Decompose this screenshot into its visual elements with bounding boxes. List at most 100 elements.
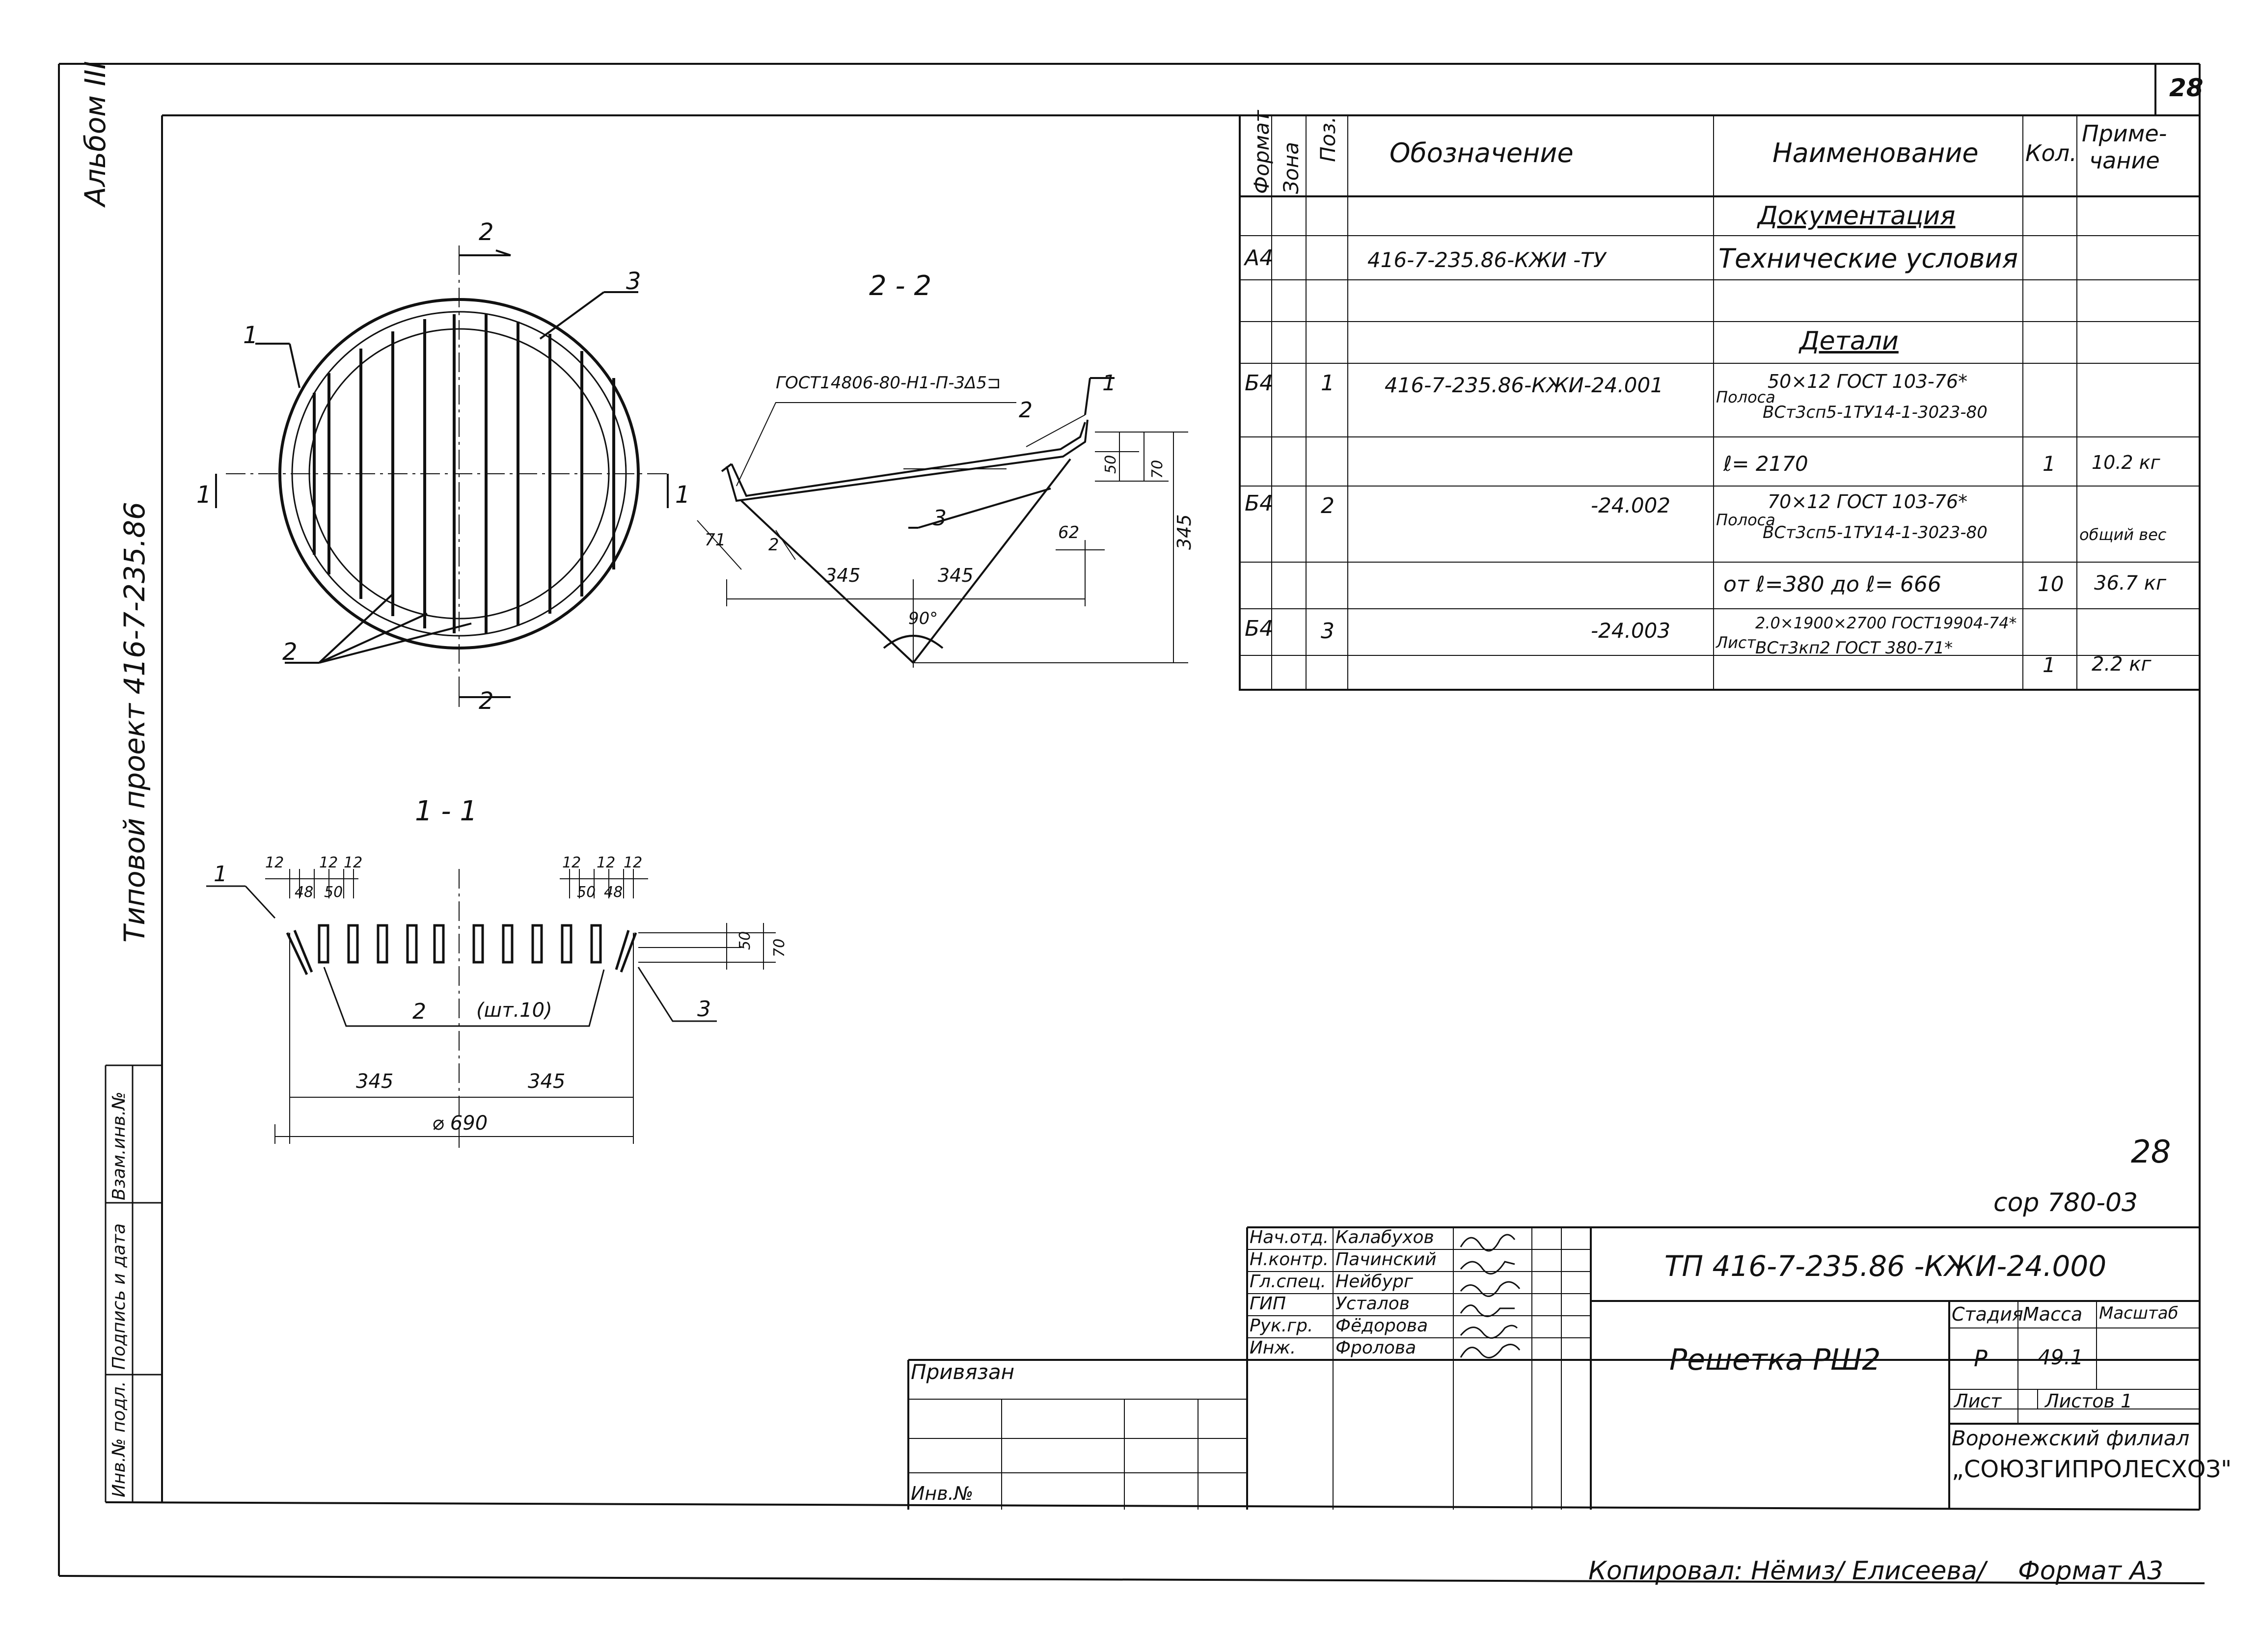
- drawing-title: Решетка РШ2: [1669, 1343, 1881, 1377]
- sheet-number: 28: [2169, 74, 2204, 102]
- s22-dim-345-right: 345: [938, 565, 974, 586]
- person-role-4: Рук.гр.: [1250, 1316, 1313, 1336]
- person-role-2: Гл.спец.: [1250, 1272, 1326, 1292]
- spec-row0-name: Технические условия: [1718, 243, 2018, 274]
- view-1-1-title: 1 - 1: [415, 795, 478, 827]
- org-line-2: „СОЮЗГИПРОЛЕСХОЗ": [1952, 1456, 2232, 1483]
- spec-row1-designation: 416-7-235.86-КЖИ-24.001: [1385, 373, 1663, 397]
- person-role-0: Нач.отд.: [1250, 1227, 1329, 1247]
- s22-pos-2: 2: [1019, 398, 1033, 423]
- spec-row3-note: общий вес: [2079, 525, 2167, 544]
- spec-row5-pos: 3: [1321, 619, 1335, 644]
- person-role-3: ГИП: [1250, 1294, 1286, 1314]
- spec-header-note-2: чание: [2089, 147, 2160, 174]
- spec-row3-pos: 2: [1321, 493, 1335, 518]
- sheets-label: Листов 1: [2045, 1390, 2133, 1412]
- weld-note: ГОСТ14806-80-Н1-П-3Δ5⊐: [776, 373, 1001, 393]
- spec-row5-designation: -24.003: [1591, 619, 1671, 643]
- person-name-5: Фролова: [1335, 1338, 1417, 1358]
- person-name-2: Нейбург: [1335, 1272, 1413, 1292]
- stage-value: Р: [1974, 1345, 1988, 1372]
- person-name-3: Усталов: [1335, 1294, 1410, 1314]
- copied-by: Копировал: Нёмиз/ Елисеева/: [1588, 1556, 1986, 1586]
- drawing-designation: ТП 416-7-235.86 -КЖИ-24.000: [1664, 1249, 2107, 1283]
- s11-dim-12-c: 12: [344, 854, 363, 871]
- org-line-1: Воронежский филиал: [1952, 1426, 2190, 1450]
- spec-row1-pos: 1: [1321, 371, 1335, 396]
- s11-dim-12-e: 12: [597, 854, 616, 871]
- s11-dim-690: ⌀ 690: [432, 1112, 488, 1135]
- s22-pos-1: 1: [1102, 371, 1116, 396]
- s22-dim-345-left: 345: [825, 565, 861, 586]
- spec-header-name: Наименование: [1772, 137, 1979, 168]
- spec-row2-qty: 1: [2043, 452, 2056, 476]
- spec-row2-note: 10.2 кг: [2092, 452, 2160, 473]
- s11-pos-3: 3: [697, 997, 711, 1022]
- section-mark-2-top: 2: [479, 218, 494, 246]
- sheet-number-handwritten: 28: [2131, 1134, 2171, 1170]
- section-mark-1-right: 1: [675, 481, 690, 509]
- s11-dim-50-right: 50: [577, 884, 596, 901]
- spec-row5-qty: 1: [2043, 653, 2056, 677]
- spec-header-note-1: Приме-: [2082, 120, 2167, 147]
- spec-row1-name-bottom: ВСт3сп5-1ТУ14-1-3023-80: [1763, 403, 1988, 422]
- s11-dim-345-right: 345: [528, 1070, 566, 1093]
- s11-dim-12-a: 12: [265, 854, 284, 871]
- spec-row0-designation: 416-7-235.86-КЖИ -ТУ: [1367, 248, 1606, 272]
- spec-row5-name-prefix: Лист: [1716, 633, 1756, 652]
- person-name-1: Пачинский: [1335, 1249, 1437, 1270]
- s22-dim-90: 90°: [908, 609, 938, 628]
- s11-dim-48-right: 48: [604, 884, 623, 901]
- s11-dim-12-f: 12: [624, 854, 643, 871]
- spec-row0-format: А4: [1245, 245, 1274, 271]
- mass-value: 49.1: [2038, 1345, 2084, 1369]
- spec-row3-designation: -24.002: [1591, 493, 1671, 517]
- scale-label: Масштаб: [2099, 1303, 2179, 1323]
- s11-dim-50-left: 50: [324, 884, 343, 901]
- spec-row4-note: 36.7 кг: [2094, 572, 2166, 595]
- plan-pos-2: 2: [282, 638, 298, 666]
- plan-pos-3: 3: [626, 268, 641, 295]
- person-role-5: Инж.: [1250, 1338, 1296, 1358]
- paper-format: Формат А3: [2018, 1556, 2164, 1586]
- person-name-4: Фёдорова: [1335, 1316, 1428, 1336]
- plan-pos-1: 1: [243, 322, 258, 349]
- sheet-label: Лист: [1954, 1390, 2002, 1412]
- section-mark-2-bottom: 2: [479, 687, 494, 715]
- spec-row1-format: Б4: [1245, 371, 1274, 396]
- person-name-0: Калабухов: [1335, 1227, 1434, 1247]
- s22-dim-2: 2: [768, 535, 779, 555]
- spec-row2-name: ℓ= 2170: [1723, 452, 1808, 476]
- spec-section-parts: Детали: [1799, 326, 1899, 356]
- s22-dim-62: 62: [1058, 523, 1080, 542]
- spec-header-designation: Обозначение: [1389, 137, 1574, 168]
- s22-pos-3: 3: [933, 506, 947, 531]
- s11-pos-1: 1: [214, 862, 227, 887]
- spec-section-docs: Документация: [1758, 201, 1956, 231]
- view-2-2-title: 2 - 2: [869, 270, 932, 302]
- code-small: сор 780-03: [1993, 1188, 2138, 1218]
- stage-label: Стадия: [1952, 1303, 2023, 1325]
- s22-dim-71: 71: [705, 530, 726, 550]
- person-role-1: Н.контр.: [1250, 1249, 1329, 1270]
- spec-row4-name: от ℓ=380 до ℓ= 666: [1723, 572, 1941, 597]
- s11-dim-12-b: 12: [319, 854, 338, 871]
- s11-dim-345-left: 345: [356, 1070, 394, 1093]
- s11-dim-48-left: 48: [295, 884, 314, 901]
- spec-header-qty: Кол.: [2025, 140, 2077, 166]
- s11-dim-12-d: 12: [562, 854, 581, 871]
- spec-row5-name-bottom: ВСт3кп2 ГОСТ 380-71*: [1755, 638, 1953, 658]
- spec-row1-name-prefix: Полоса: [1716, 388, 1775, 406]
- spec-row3-name-top: 70×12 ГОСТ 103-76*: [1768, 491, 1968, 513]
- s11-qty-note: (шт.10): [476, 999, 552, 1022]
- spec-row3-format: Б4: [1245, 491, 1274, 516]
- spec-row4-qty: 10: [2038, 572, 2064, 596]
- spec-row5-note: 2.2 кг: [2092, 653, 2152, 676]
- spec-row5-format: Б4: [1245, 616, 1274, 641]
- spec-row3-name-prefix: Полоса: [1716, 511, 1775, 529]
- inv-no-label: Инв.№: [911, 1483, 974, 1504]
- section-mark-1-left: 1: [196, 481, 212, 509]
- spec-row3-name-bottom: ВСт3сп5-1ТУ14-1-3023-80: [1763, 523, 1988, 542]
